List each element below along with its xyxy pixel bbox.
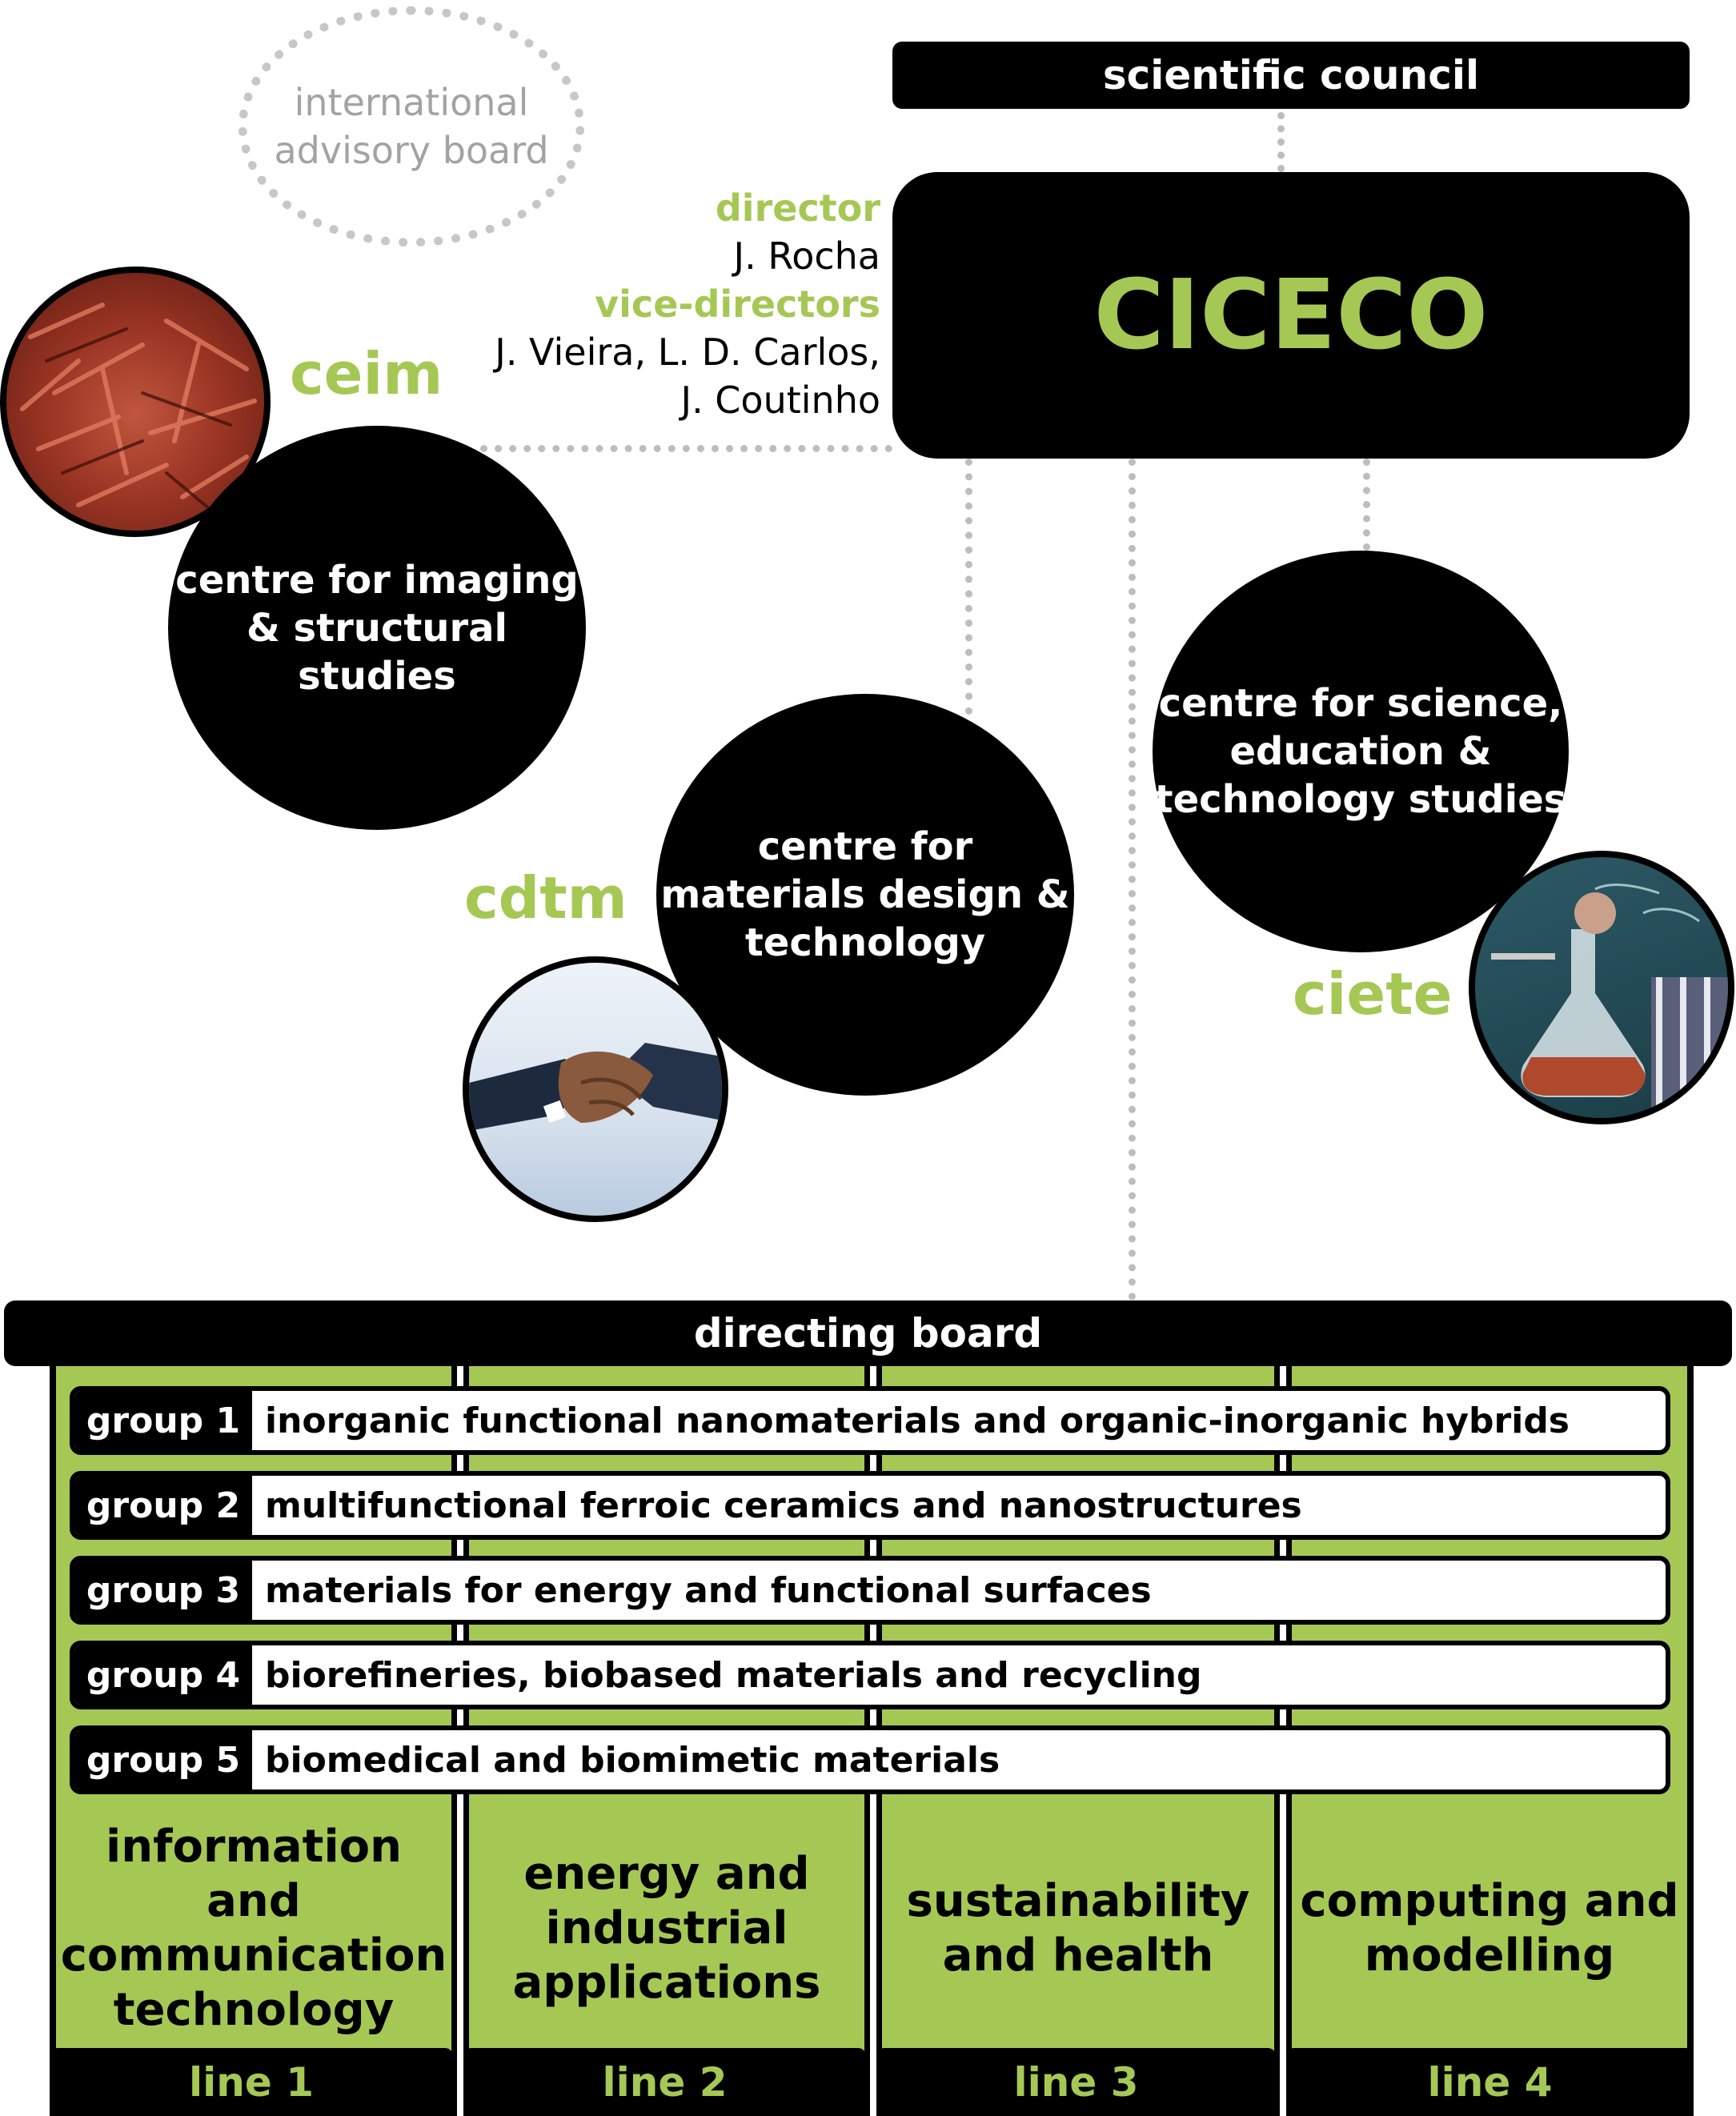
group-label: group 4 [74,1645,252,1705]
connector-ciceco-ciete [1363,459,1370,551]
line-1-label: line 1 [50,2048,453,2116]
group-row: group 5 biomedical and biomimetic materi… [70,1725,1670,1794]
line-3-title-1: sustainability [906,1875,1250,1927]
connector-council-ciceco [1277,112,1285,172]
cdtm-line-2: materials design & [660,872,1070,917]
group-label: group 1 [74,1391,252,1450]
left-edge [50,1361,56,2116]
connector-ciceco-cdtm [965,459,972,715]
ciete-line-1: centre for science, [1158,681,1563,726]
line-4-label: line 4 [1286,2048,1694,2116]
group-name: inorganic functional nanomaterials and o… [265,1400,1570,1441]
ciete-circle: centre for science, education & technolo… [1153,551,1569,952]
directing-board: directing board [4,1300,1732,1366]
international-advisory-board: international advisory board [239,6,584,246]
director-name: J. Rocha [733,234,880,278]
cdtm-circle: centre for materials design & technology [656,694,1074,1096]
group-label: group 3 [74,1561,252,1620]
ciceco-box: CICECO [892,172,1690,459]
line-4-title: computing and modelling [1292,1817,1687,2041]
ceim-line-3: studies [298,653,456,699]
ceim-circle: centre for imaging & structural studies [168,426,586,830]
director-label: director [715,186,880,230]
ciete-line-2: education & [1229,729,1492,774]
ciete-line-3: technology studies [1154,777,1567,822]
ceim-label: ceim [290,340,443,407]
cdtm-label: cdtm [464,864,627,932]
advisory-line-1: international [294,81,529,124]
line-1-title-1: information and [106,1821,402,1927]
group-row: group 4 biorefineries, biobased material… [70,1641,1670,1709]
group-row: group 2 multifunctional ferroic ceramics… [70,1471,1670,1540]
group-row: group 1 inorganic functional nanomateria… [70,1386,1670,1455]
line-3-title: sustainability and health [882,1817,1274,2041]
scientific-council: scientific council [892,42,1690,109]
right-edge [1687,1361,1694,2116]
line-3-label: line 3 [876,2048,1276,2116]
group-label: group 2 [74,1476,252,1535]
line-4-title-2: modelling [1364,1930,1615,1982]
ceim-line-2: & structural [246,605,507,651]
line-3-title-2: and health [942,1930,1214,1982]
handshake-photo-icon [463,956,728,1222]
line-2-title-1: energy and [523,1848,810,1900]
group-name: materials for energy and functional surf… [265,1569,1152,1611]
leadership: director J. Rocha vice-directors J. Viei… [495,184,880,424]
advisory-line-2: advisory board [274,129,549,172]
line-1-title-3: technology [113,1984,395,2036]
group-row: group 3 materials for energy and functio… [70,1556,1670,1625]
handshake-drawing [469,1043,722,1131]
line-4-title-1: computing and [1300,1875,1679,1927]
chemistry-flask-photo-icon [1469,851,1734,1124]
group-name: biomedical and biomimetic materials [265,1739,1000,1781]
vice-directors-line-2: J. Coutinho [680,379,881,422]
line-2-title-2: industrial [545,1902,788,1954]
cdtm-line-3: technology [744,920,986,965]
group-name: biorefineries, biobased materials and re… [265,1654,1202,1696]
cdtm-line-1: centre for [757,824,973,869]
group-name: multifunctional ferroic ceramics and nan… [265,1485,1302,1526]
microstructure-texture [20,303,257,515]
line-2-title: energy and industrial applications [469,1817,864,2041]
flask-drawing [1491,884,1728,1118]
group-label: group 5 [74,1730,252,1789]
line-2-title-3: applications [512,1957,821,2009]
line-1-title: information and communication technology [56,1817,451,2041]
line-1-title-2: communication [60,1930,447,1982]
ciete-label: ciete [1293,960,1453,1028]
connector-ciceco-board [1129,459,1136,1300]
line-2-label: line 2 [463,2048,866,2116]
connector-ciceco-ceim [480,445,892,452]
vice-directors-label: vice-directors [595,283,880,326]
ceim-line-1: centre for imaging [175,557,579,603]
vice-directors-line-1: J. Vieira, L. D. Carlos, [495,331,880,374]
